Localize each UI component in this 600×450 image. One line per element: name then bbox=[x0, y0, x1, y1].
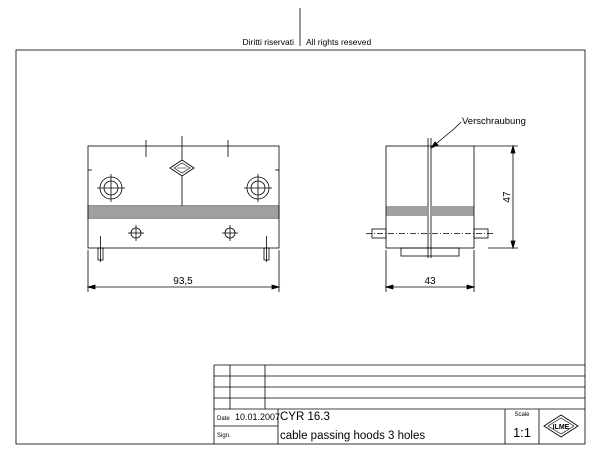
front-view bbox=[86, 136, 281, 292]
rights-english: All rights reseved bbox=[306, 37, 371, 47]
sign-label: Sign. bbox=[217, 433, 231, 439]
side-width-label: 43 bbox=[424, 276, 436, 287]
header: Diritti riservati All rights reseved bbox=[243, 8, 371, 47]
side-base bbox=[400, 247, 460, 257]
ilme-brand-logo-icon: ILME bbox=[543, 414, 579, 438]
side-body bbox=[385, 145, 475, 249]
scale-value: 1:1 bbox=[513, 425, 531, 440]
screw-left-icon bbox=[97, 174, 125, 202]
part-description: cable passing hoods 3 holes bbox=[280, 430, 425, 442]
part-code: CYR 16.3 bbox=[280, 411, 330, 423]
ilme-logo-icon bbox=[169, 159, 195, 177]
title-block bbox=[213, 364, 585, 444]
date-value: 10.01.2007 bbox=[235, 412, 280, 422]
date-label: Date bbox=[217, 416, 230, 422]
side-view bbox=[366, 121, 518, 292]
screw-right-icon bbox=[244, 174, 272, 202]
drawing-border bbox=[15, 49, 586, 445]
rights-italian: Diritti riservati bbox=[243, 37, 295, 47]
callout-leader bbox=[429, 121, 462, 149]
callout-label: Verschraubung bbox=[462, 116, 526, 127]
front-width-dimension bbox=[86, 250, 281, 292]
front-body bbox=[87, 145, 280, 249]
hole-left-icon bbox=[128, 225, 144, 241]
side-height-label: 47 bbox=[502, 191, 513, 203]
scale-label: Scale bbox=[514, 412, 530, 418]
side-height-dimension bbox=[474, 144, 518, 250]
front-gasket bbox=[87, 205, 280, 219]
hole-right-icon bbox=[222, 225, 238, 241]
side-gasket-left bbox=[386, 206, 427, 216]
front-width-label: 93,5 bbox=[173, 276, 193, 287]
side-gasket-right bbox=[432, 206, 474, 216]
logo-text: ILME bbox=[553, 424, 570, 431]
side-width-dimension bbox=[384, 250, 476, 292]
